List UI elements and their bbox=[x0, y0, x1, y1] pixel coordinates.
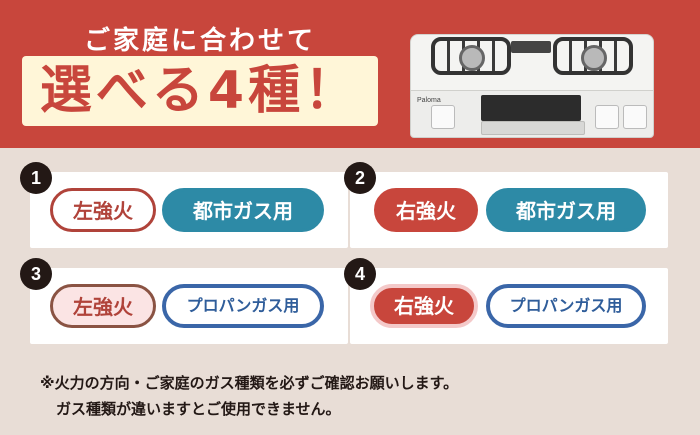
note-line-1: ※火力の方向・ご家庭のガス種類を必ずご確認お願いします。 bbox=[40, 374, 459, 392]
right-burner bbox=[581, 45, 607, 71]
gas-stove-image: Paloma bbox=[410, 14, 654, 138]
option-card-3: 左強火 プロパンガス用 bbox=[30, 268, 348, 344]
note-line-2: ガス種類が違いますとご使用できません。 bbox=[56, 400, 341, 418]
right-knob bbox=[595, 105, 619, 129]
header-banner: ご家庭に合わせて 選べる4種！ Paloma bbox=[0, 0, 700, 148]
vent bbox=[511, 41, 551, 53]
stove-brand: Paloma bbox=[417, 97, 441, 104]
option-card-1: 左強火 都市ガス用 bbox=[30, 172, 348, 248]
fire-direction-badge: 右強火 bbox=[374, 188, 478, 232]
option-number-badge: 3 bbox=[20, 258, 52, 290]
gas-type-badge: 都市ガス用 bbox=[162, 188, 324, 232]
stove-top bbox=[410, 34, 654, 92]
banner-title-wrap: 選べる4種！ bbox=[0, 56, 400, 126]
fire-direction-badge: 右強火 bbox=[370, 284, 478, 328]
stove-front: Paloma bbox=[410, 90, 654, 138]
option-number-badge: 2 bbox=[344, 162, 376, 194]
left-knob bbox=[431, 105, 455, 129]
left-burner bbox=[459, 45, 485, 71]
banner-title: 選べる4種！ bbox=[21, 56, 379, 126]
gas-type-badge: 都市ガス用 bbox=[486, 188, 646, 232]
gas-type-badge: プロパンガス用 bbox=[486, 284, 646, 328]
banner-subtitle: ご家庭に合わせて bbox=[83, 26, 316, 56]
fire-direction-badge: 左強火 bbox=[50, 188, 156, 232]
grill-window bbox=[481, 95, 581, 121]
option-card-4: 右強火 プロパンガス用 bbox=[350, 268, 668, 344]
option-number-badge: 1 bbox=[20, 162, 52, 194]
fire-direction-badge: 左強火 bbox=[50, 284, 156, 328]
option-number-badge: 4 bbox=[344, 258, 376, 290]
gas-type-badge: プロパンガス用 bbox=[162, 284, 324, 328]
grill-knob bbox=[623, 105, 647, 129]
grill-handle bbox=[481, 121, 585, 135]
option-card-2: 右強火 都市ガス用 bbox=[350, 172, 668, 248]
